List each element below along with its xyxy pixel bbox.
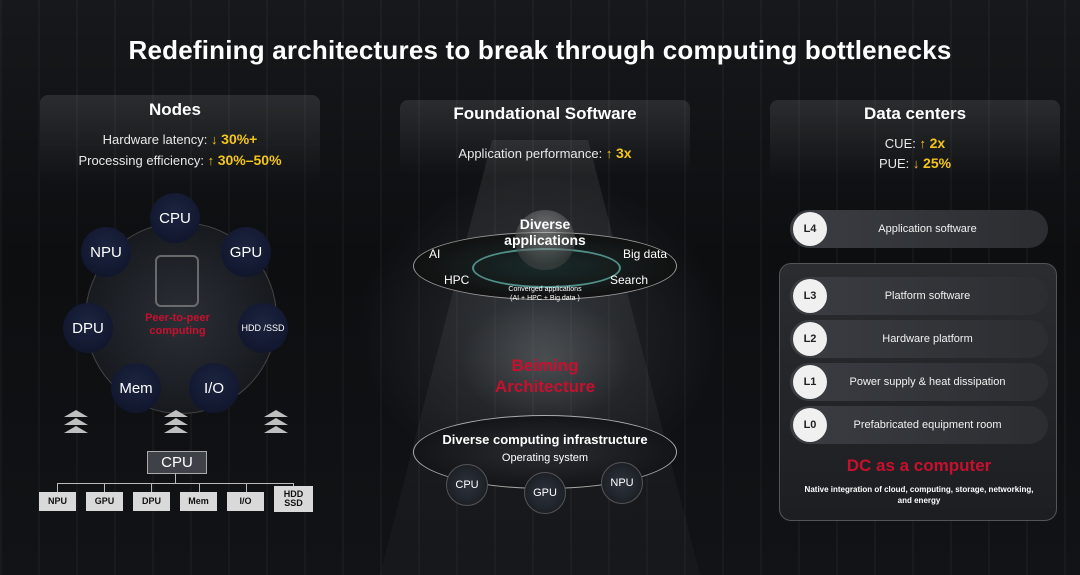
app-search: Search	[610, 273, 649, 287]
down-arrow-icon: ↓	[211, 132, 218, 147]
converged-label: Converged applications	[508, 286, 582, 293]
layer-l2: L2 Hardware platform	[790, 320, 1048, 358]
node-mem: Mem	[111, 363, 161, 413]
node-hdd-ssd: HDD /SSD	[238, 303, 288, 353]
page-title: Redefining architectures to break throug…	[128, 35, 952, 65]
tree-drop	[151, 483, 152, 492]
app-hpc: HPC	[444, 273, 470, 287]
perf-value: 3x	[615, 145, 632, 161]
tree-drop	[199, 483, 200, 492]
up-arrow-icon: ↑	[919, 136, 926, 151]
layer-l3: L3 Platform software	[790, 277, 1048, 315]
node-io: I/O	[189, 363, 239, 413]
datacenters-panel-glow	[770, 100, 1060, 180]
efficiency-value: 30%–50%	[217, 152, 282, 168]
layer-l0: L0 Prefabricated equipment room	[790, 406, 1048, 444]
cpu-hub: CPU	[147, 451, 207, 474]
latency-value: 30%+	[221, 131, 258, 147]
layer-level-badge: L4	[793, 212, 827, 246]
up-arrow-icon: ↑	[605, 146, 613, 161]
layer-label: Power supply & heat dissipation	[849, 376, 1006, 388]
node-npu: NPU	[81, 227, 131, 277]
software-panel-glow	[400, 100, 690, 175]
efficiency-stat: Processing efficiency: ↑ 30%–50%	[50, 152, 310, 168]
phone-icon	[155, 255, 199, 307]
cue-stat: CUE: ↑ 2x	[815, 135, 1015, 151]
layer-level-badge: L3	[793, 279, 827, 313]
dc-as-computer-title: DC as a computer	[846, 456, 992, 475]
software-heading: Foundational Software	[453, 104, 637, 123]
cue-value: 2x	[929, 135, 946, 151]
dc-description: Native integration of cloud, computing, …	[804, 485, 1034, 505]
nodes-heading: Nodes	[149, 100, 201, 119]
infrastructure-title: Diverse computing infrastructure	[442, 432, 648, 447]
layer-label: Platform software	[884, 290, 971, 302]
node-dpu: DPU	[63, 303, 113, 353]
chevron-up-icon	[163, 410, 189, 438]
pue-stat: PUE: ↓ 25%	[815, 155, 1015, 171]
applications-sphere	[515, 210, 575, 270]
layer-l1: L1 Power supply & heat dissipation	[790, 363, 1048, 401]
operating-system-label: Operating system	[501, 452, 589, 464]
layer-level-badge: L2	[793, 322, 827, 356]
pue-value: 25%	[923, 155, 952, 171]
peer-to-peer-label: Peer-to-peer computing	[145, 312, 210, 337]
pue-label: PUE:	[878, 156, 910, 171]
converged-sub: (AI + HPC + Big data )	[490, 294, 600, 303]
layer-l4: L4 Application software	[790, 210, 1048, 248]
tree-stem	[175, 473, 176, 483]
tree-npu: NPU	[39, 492, 76, 511]
converged-applications: Converged applications (AI + HPC + Big d…	[490, 285, 600, 303]
datacenters-heading: Data centers	[863, 104, 967, 123]
tree-drop	[104, 483, 105, 492]
chip-npu: NPU	[601, 462, 643, 504]
node-gpu: GPU	[221, 227, 271, 277]
latency-stat: Hardware latency: ↓ 30%+	[60, 131, 300, 147]
node-cpu: CPU	[150, 193, 200, 243]
layer-label: Prefabricated equipment room	[853, 419, 1002, 431]
cue-label: CUE:	[884, 136, 916, 151]
tree-drop	[246, 483, 247, 492]
layer-level-badge: L1	[793, 365, 827, 399]
efficiency-label: Processing efficiency:	[78, 153, 204, 168]
tree-mem: Mem	[180, 492, 217, 511]
tree-io: I/O	[227, 492, 264, 511]
layer-label: Hardware platform	[882, 333, 973, 345]
perf-label: Application performance:	[458, 146, 603, 161]
chevron-up-icon	[63, 410, 89, 438]
nodes-panel-glow	[40, 95, 320, 185]
tree-gpu: GPU	[86, 492, 123, 511]
down-arrow-icon: ↓	[912, 156, 920, 171]
chip-gpu: GPU	[524, 472, 566, 514]
app-ai: AI	[429, 247, 441, 261]
latency-label: Hardware latency:	[102, 132, 208, 147]
chevron-up-icon	[263, 410, 289, 438]
up-arrow-icon: ↑	[207, 153, 215, 168]
chip-cpu: CPU	[446, 464, 488, 506]
tree-drop	[57, 483, 58, 492]
tree-branch	[57, 483, 293, 484]
layer-level-badge: L0	[793, 408, 827, 442]
tree-hdd-ssd: HDD SSD	[274, 486, 313, 512]
layer-label: Application software	[878, 223, 977, 235]
beiming-architecture: Beiming Architecture	[494, 356, 596, 396]
tree-dpu: DPU	[133, 492, 170, 511]
perf-stat: Application performance: ↑ 3x	[430, 145, 660, 161]
hourglass-shape	[460, 298, 630, 423]
diverse-applications-title: Diverse applications	[504, 216, 586, 248]
app-big-data: Big data	[623, 247, 668, 261]
